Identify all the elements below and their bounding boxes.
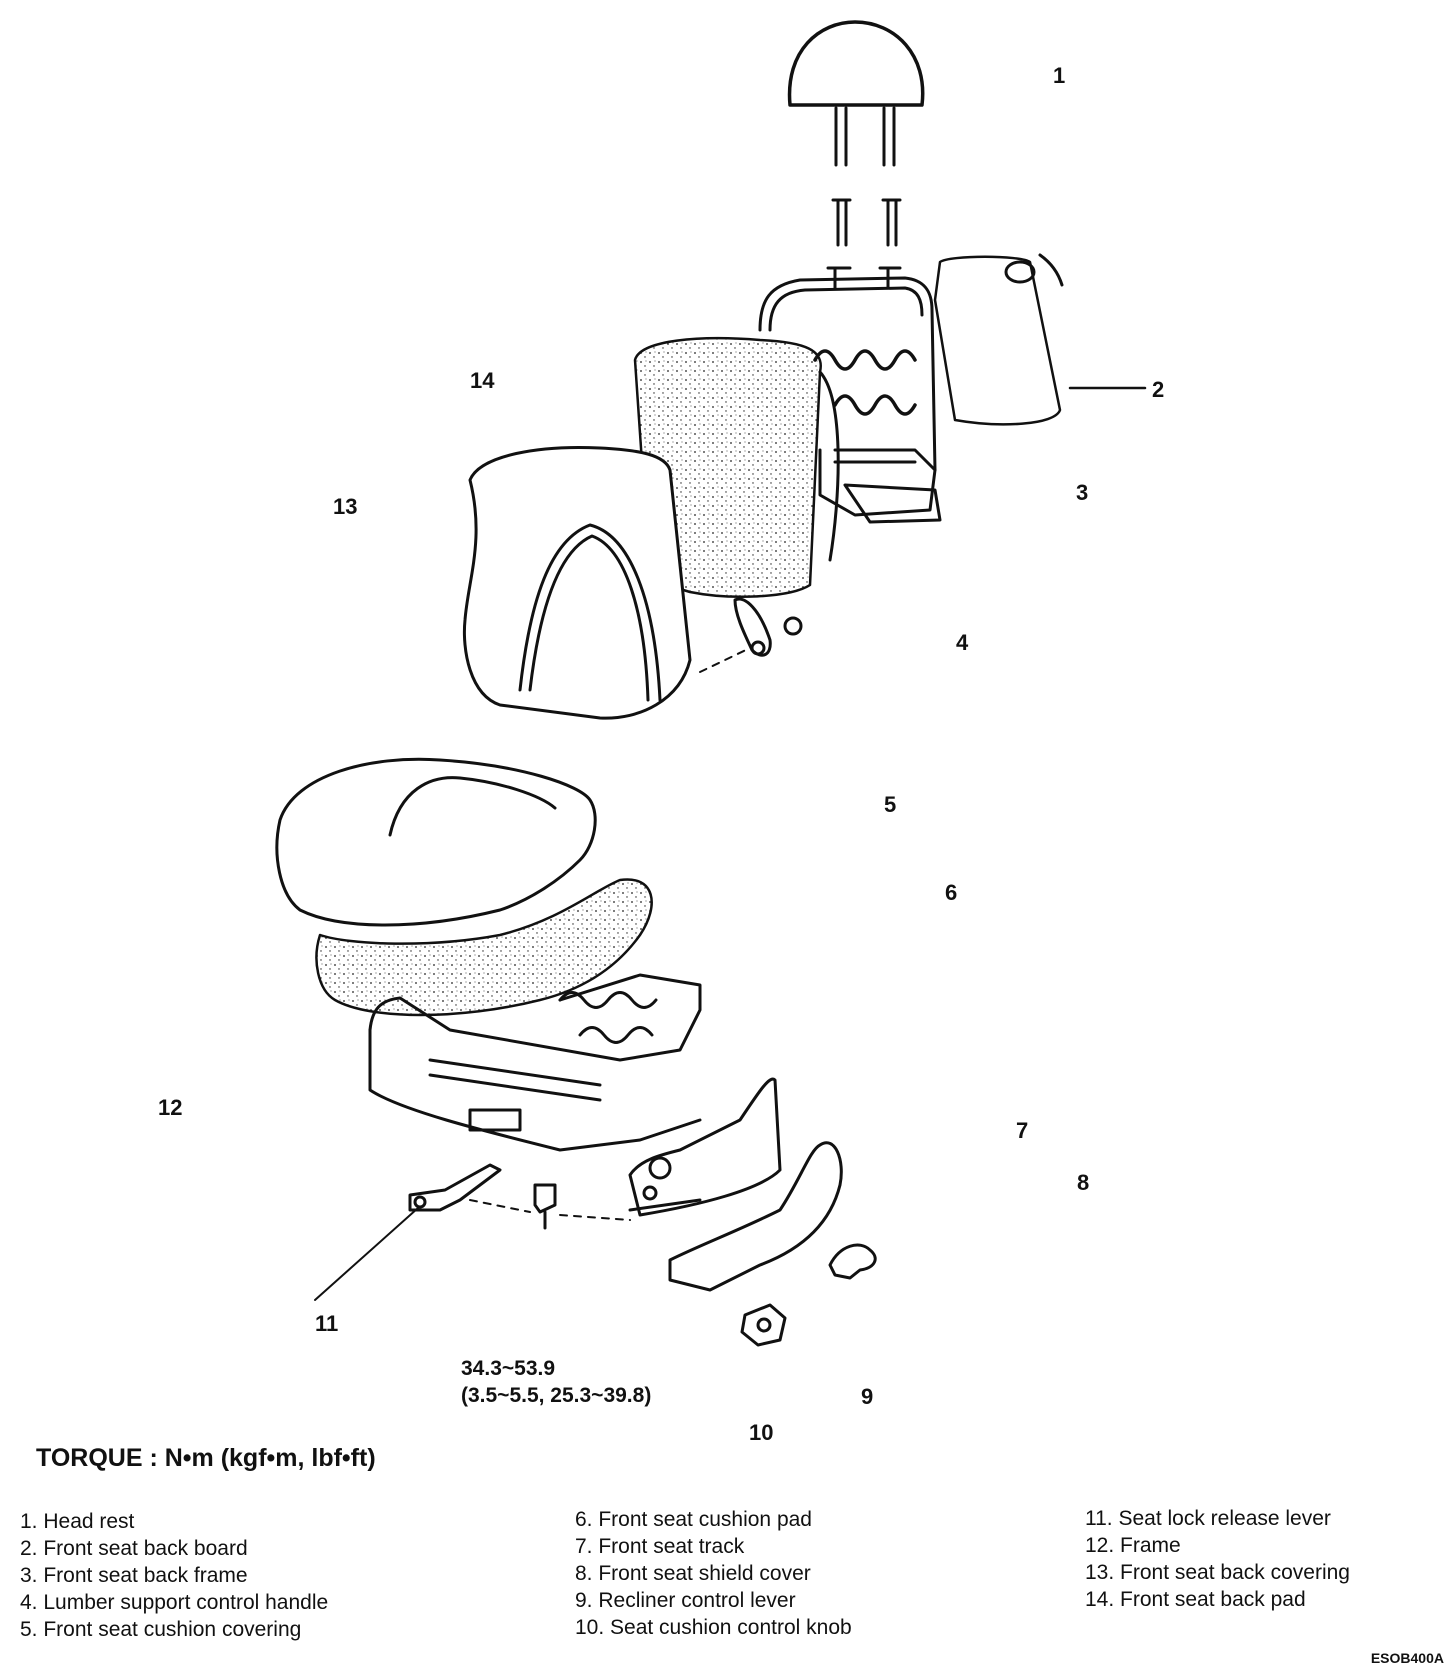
callout-7: 7: [1016, 1118, 1029, 1143]
seat-back-covering-part: [462, 446, 692, 720]
callout-9: 9: [861, 1384, 874, 1409]
callout-8: 8: [1077, 1170, 1090, 1195]
figure-code: ESOB400A: [1370, 1650, 1444, 1666]
seat-back-frame-part: [758, 266, 942, 524]
seat-back-pad-part: [633, 336, 840, 598]
seat-back-board-part: [933, 253, 1147, 426]
legend-item: 5. Front seat cushion covering: [20, 1618, 302, 1641]
recliner-lever-part: [828, 1243, 877, 1280]
callout-4: 4: [956, 630, 969, 655]
legend-item: 3. Front seat back frame: [20, 1564, 248, 1587]
torque-title: TORQUE : N•m (kgf•m, lbf•ft): [36, 1444, 376, 1472]
seat-lock-lever-part: [314, 1163, 502, 1301]
legend-column-3: 11. Seat lock release lever 12. Frame 13…: [1085, 1505, 1350, 1613]
legend-item: 13. Front seat back covering: [1085, 1561, 1350, 1584]
legend-item: 7. Front seat track: [575, 1535, 745, 1558]
torque-nm: 34.3~53.9: [461, 1357, 556, 1380]
legend-item: 14. Front seat back pad: [1085, 1588, 1306, 1611]
callout-12: 12: [158, 1095, 183, 1120]
seat-cushion-pad-part: [315, 878, 653, 1017]
torque-alt: (3.5~5.5, 25.3~39.8): [461, 1384, 652, 1408]
callout-6: 6: [945, 880, 958, 905]
legend-item: 11. Seat lock release lever: [1085, 1507, 1331, 1530]
callout-11: 11: [315, 1311, 339, 1336]
callout-10: 10: [749, 1420, 774, 1445]
legend-item: 9. Recliner control lever: [575, 1589, 796, 1612]
callout-5: 5: [884, 792, 897, 817]
cushion-knob-part: [740, 1303, 787, 1347]
legend-column-2: 6. Front seat cushion pad 7. Front seat …: [575, 1506, 852, 1641]
legend-item: 12. Frame: [1085, 1534, 1181, 1557]
bolt-part: [469, 1183, 631, 1230]
torque-value: 34.3~53.9 (3.5~5.5, 25.3~39.8): [461, 1355, 651, 1410]
callout-1: 1: [1053, 63, 1066, 88]
legend-item: 2. Front seat back board: [20, 1537, 248, 1560]
lumbar-handle-part: [699, 597, 803, 673]
legend-item: 1. Head rest: [20, 1510, 135, 1533]
frame-part: [368, 973, 702, 1152]
seat-track-part: [628, 1077, 782, 1217]
shield-cover-part: [668, 1141, 843, 1292]
legend-column-1: 1. Head rest 2. Front seat back board 3.…: [20, 1508, 328, 1643]
callout-2: 2: [1152, 377, 1165, 402]
legend-item: 10. Seat cushion control knob: [575, 1616, 852, 1639]
legend-item: 6. Front seat cushion pad: [575, 1508, 812, 1531]
legend-item: 8. Front seat shield cover: [575, 1562, 811, 1585]
callout-13: 13: [333, 494, 358, 519]
seat-cushion-covering-part: [275, 757, 597, 927]
head-rest-part: [787, 20, 925, 247]
callout-14: 14: [470, 368, 495, 393]
callout-3: 3: [1076, 480, 1089, 505]
legend-item: 4. Lumber support control handle: [20, 1591, 329, 1614]
